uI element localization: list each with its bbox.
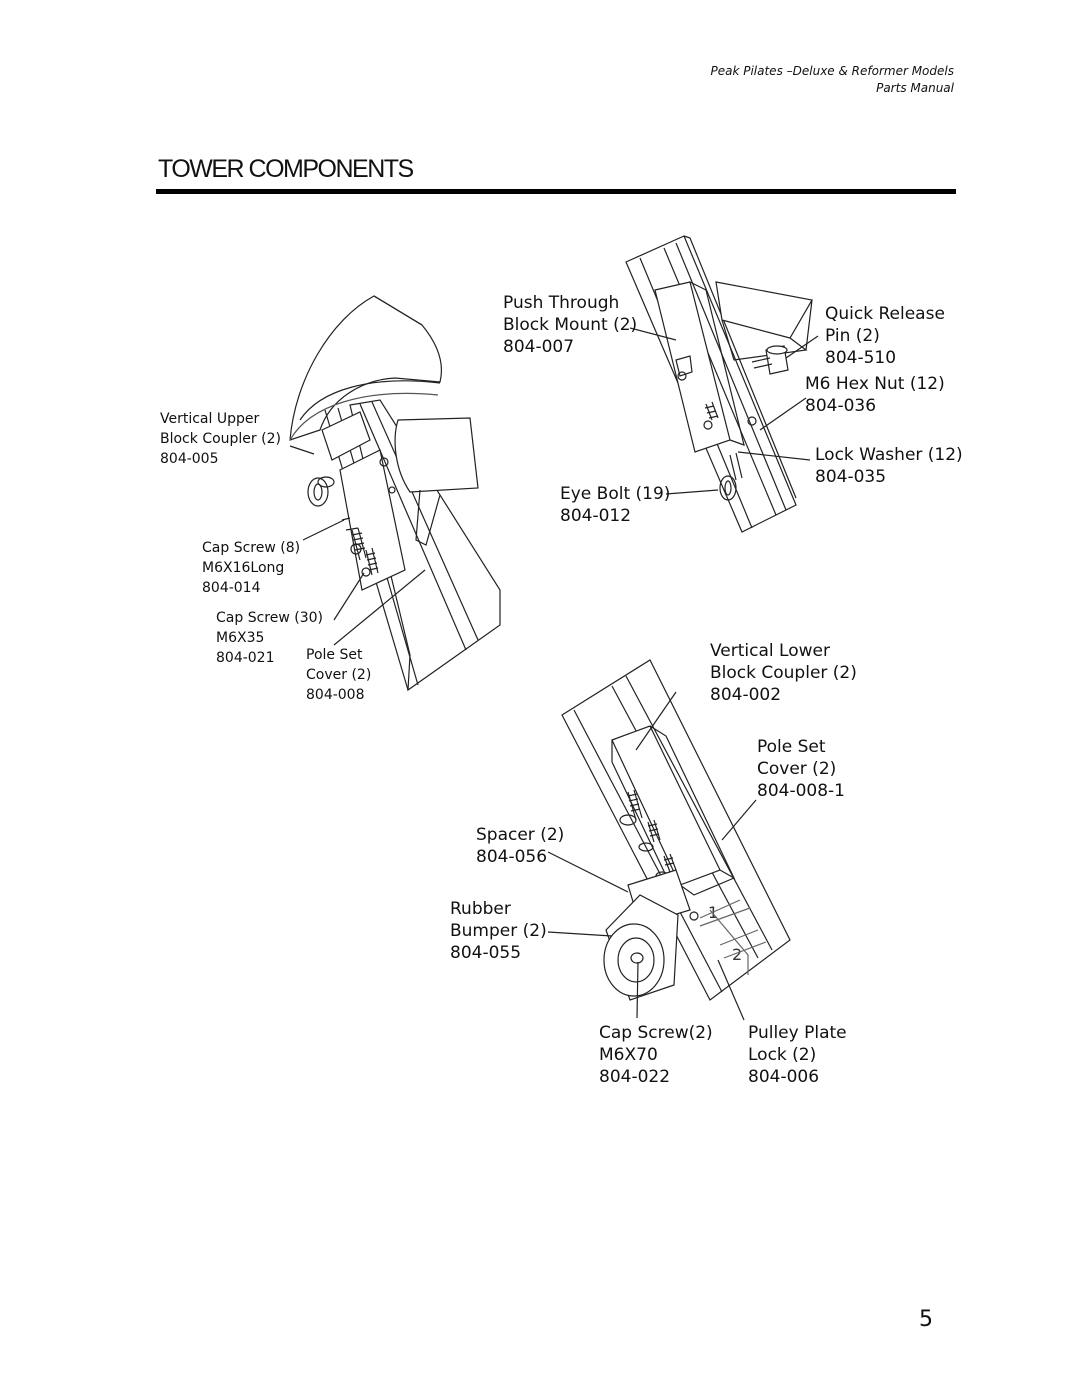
label-line: Pole Set	[757, 737, 826, 757]
part-number: 804-056	[476, 847, 548, 867]
label-line: Pole Set	[306, 647, 363, 663]
label-cap-screw-30: Cap Screw (30) M6X35 804-021	[216, 608, 323, 668]
label-line: Spacer (2)	[476, 825, 565, 845]
label-line: Quick Release	[825, 304, 945, 324]
label-line: Lock (2)	[748, 1045, 817, 1065]
label-push-through-block-mount: Push Through Block Mount (2) 804-007	[503, 292, 637, 358]
label-line: Rubber	[450, 899, 511, 919]
label-cap-screw-8: Cap Screw (8) M6X16Long 804-014	[202, 538, 300, 598]
part-number: 804-002	[710, 685, 782, 705]
label-quick-release-pin: Quick Release Pin (2) 804-510	[825, 303, 945, 369]
part-number: 804-006	[748, 1067, 820, 1087]
label-line: M6X70	[599, 1045, 658, 1065]
label-line: Push Through	[503, 293, 620, 313]
label-pole-set-cover: Pole Set Cover (2) 804-008	[306, 645, 371, 705]
label-line: Block Mount (2)	[503, 315, 638, 335]
label-line: Vertical Upper	[160, 411, 260, 427]
page-title: TOWER COMPONENTS	[158, 155, 414, 183]
svg-text:2: 2	[732, 945, 742, 964]
part-number: 804-012	[560, 506, 632, 526]
label-line: Block Coupler (2)	[160, 431, 281, 447]
header-line-1: Peak Pilates –Deluxe & Reformer Models	[710, 64, 954, 78]
label-line: Cover (2)	[306, 667, 372, 683]
label-line: Pin (2)	[825, 326, 880, 346]
page-number: 5	[919, 1307, 933, 1332]
label-line: Cap Screw (30)	[216, 610, 323, 626]
label-line: Bumper (2)	[450, 921, 547, 941]
running-header: Peak Pilates –Deluxe & Reformer Models P…	[710, 63, 954, 97]
upper-block-coupler-assembly	[289, 295, 501, 692]
title-rule	[156, 189, 956, 194]
label-spacer: Spacer (2) 804-056	[476, 824, 564, 868]
label-line: Lock Washer (12)	[815, 445, 963, 465]
part-number: 804-008-1	[757, 781, 845, 801]
part-number: 804-022	[599, 1067, 671, 1087]
part-number: 804-007	[503, 337, 575, 357]
label-line: Vertical Lower	[710, 641, 830, 661]
part-number: 804-021	[216, 650, 275, 666]
part-number: 804-036	[805, 396, 877, 416]
part-number: 804-008	[306, 687, 365, 703]
label-cap-screw-2: Cap Screw(2) M6X70 804-022	[599, 1022, 713, 1088]
label-line: M6X16Long	[202, 560, 285, 576]
lower-block-coupler-assembly: 1 2	[547, 659, 791, 1021]
label-pulley-plate-lock: Pulley Plate Lock (2) 804-006	[748, 1022, 847, 1088]
label-rubber-bumper: Rubber Bumper (2) 804-055	[450, 898, 547, 964]
label-hex-nut: M6 Hex Nut (12) 804-036	[805, 373, 945, 417]
label-line: Cap Screw (8)	[202, 540, 301, 556]
part-number: 804-510	[825, 348, 897, 368]
part-number: 804-035	[815, 467, 887, 487]
label-line: Cover (2)	[757, 759, 837, 779]
part-number: 804-055	[450, 943, 522, 963]
label-line: M6X35	[216, 630, 265, 646]
label-eye-bolt: Eye Bolt (19) 804-012	[560, 483, 670, 527]
push-through-assembly	[625, 235, 819, 533]
label-line: Pulley Plate	[748, 1023, 847, 1043]
header-line-2: Parts Manual	[876, 81, 954, 95]
label-line: Eye Bolt (19)	[560, 484, 671, 504]
label-lock-washer: Lock Washer (12) 804-035	[815, 444, 963, 488]
label-line: Block Coupler (2)	[710, 663, 857, 683]
label-vertical-upper-block-coupler: Vertical Upper Block Coupler (2) 804-005	[160, 409, 281, 469]
part-number: 804-005	[160, 451, 219, 467]
label-line: Cap Screw(2)	[599, 1023, 713, 1043]
label-vertical-lower-block-coupler: Vertical Lower Block Coupler (2) 804-002	[710, 640, 857, 706]
label-line: M6 Hex Nut (12)	[805, 374, 945, 394]
part-number: 804-014	[202, 580, 261, 596]
label-pole-set-cover-1: Pole Set Cover (2) 804-008-1	[757, 736, 845, 802]
